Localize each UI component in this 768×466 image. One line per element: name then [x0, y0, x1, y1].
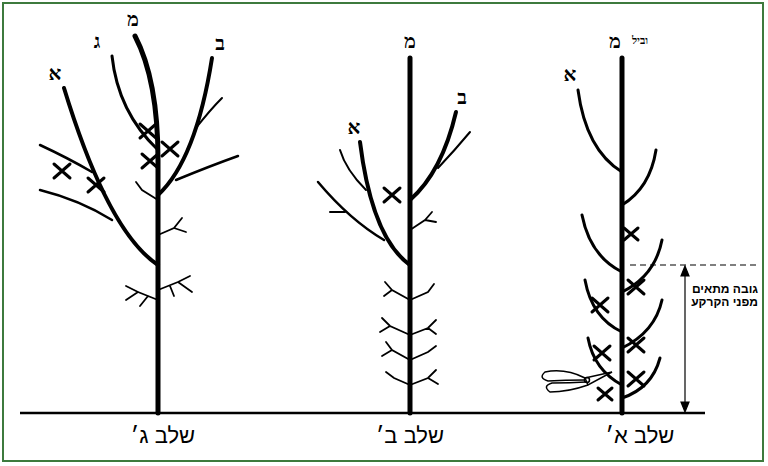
height-dimension [630, 265, 760, 412]
dimension-note: גובה מתאים מפני הקרקע [686, 282, 760, 310]
branch-letter: א [49, 62, 62, 84]
branch-letter: ג [94, 30, 101, 52]
leader-label: מ [127, 8, 139, 30]
stage-label: שלב ב׳ [376, 424, 444, 448]
branch-letter: ב [215, 32, 225, 54]
stage-label: שלב ג׳ [131, 424, 195, 448]
leader-label: מ [404, 30, 416, 52]
stage-label: שלב א׳ [606, 424, 675, 448]
cut-marks-stage-b [384, 188, 400, 202]
leader-label: מ [609, 30, 621, 52]
branch-letter: ב [457, 86, 467, 108]
pruning-shears [542, 371, 612, 392]
branch-letter: א [564, 63, 577, 85]
frame [3, 3, 763, 461]
spurs-stage-b [380, 212, 438, 385]
tree-stage-b [318, 58, 470, 413]
leader-label: וביל [632, 35, 648, 47]
tree-stage-c [40, 36, 238, 413]
branch-letter: א [348, 116, 361, 138]
ground-line [20, 412, 705, 415]
cut-marks-stage-c [54, 124, 178, 192]
tree-stage-a [578, 58, 662, 413]
spurs-stage-c [126, 182, 192, 306]
